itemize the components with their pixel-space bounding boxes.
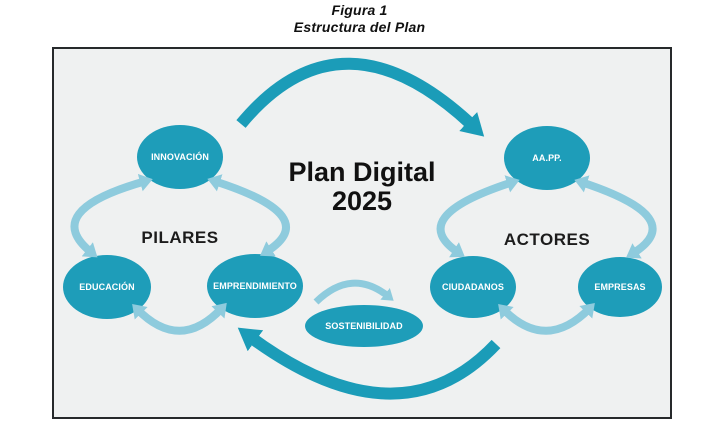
node-label-ciudadanos: CIUDADANOS <box>442 282 504 292</box>
group-label-pilares: PILARES <box>141 228 218 247</box>
node-label-emprendimiento: EMPRENDIMIENTO <box>213 281 297 291</box>
node-label-innovacion: INNOVACIÓN <box>151 151 209 162</box>
figure-caption: Figura 1 Estructura del Plan <box>0 2 719 36</box>
arrow-pilares-to-actores <box>236 57 485 137</box>
arrow-educacion-emprendimiento <box>132 302 227 335</box>
node-ellipse-sostenibilidad <box>305 305 423 347</box>
node-label-educacion: EDUCACIÓN <box>79 281 134 292</box>
node-label-aapp: AA.PP. <box>532 153 561 163</box>
node-ellipse-innovacion <box>137 125 223 189</box>
figure-caption-subtitle: Estructura del Plan <box>293 19 426 35</box>
diagram-panel: INNOVACIÓN EDUCACIÓN EMPRENDIMIENTO AA.P… <box>52 47 672 419</box>
node-label-empresas: EMPRESAS <box>594 282 645 292</box>
plan-digital-diagram: INNOVACIÓN EDUCACIÓN EMPRENDIMIENTO AA.P… <box>63 57 662 400</box>
center-title-line1: Plan Digital <box>288 157 435 187</box>
center-title-line2: 2025 <box>332 186 392 216</box>
arrow-aapp-ciudadanos <box>436 175 520 258</box>
arrow-sostenibilidad-loop <box>313 279 394 305</box>
arrow-actores-to-pilares <box>237 327 501 400</box>
group-label-actores: ACTORES <box>504 230 590 249</box>
node-ellipse-ciudadanos <box>430 256 516 318</box>
node-ellipse-educacion <box>63 255 151 319</box>
figure-caption-title: Figura 1 <box>331 2 388 18</box>
node-label-sostenibilidad: SOSTENIBILIDAD <box>325 321 403 331</box>
arrow-innovacion-emprendimiento <box>207 174 290 257</box>
node-ellipse-emprendimiento <box>207 254 303 318</box>
arrow-aapp-empresas <box>574 175 657 259</box>
node-ellipse-empresas <box>578 257 662 317</box>
node-ellipse-aapp <box>504 126 590 190</box>
arrow-innovacion-educacion <box>70 173 153 258</box>
arrow-ciudadanos-empresas <box>498 302 595 335</box>
